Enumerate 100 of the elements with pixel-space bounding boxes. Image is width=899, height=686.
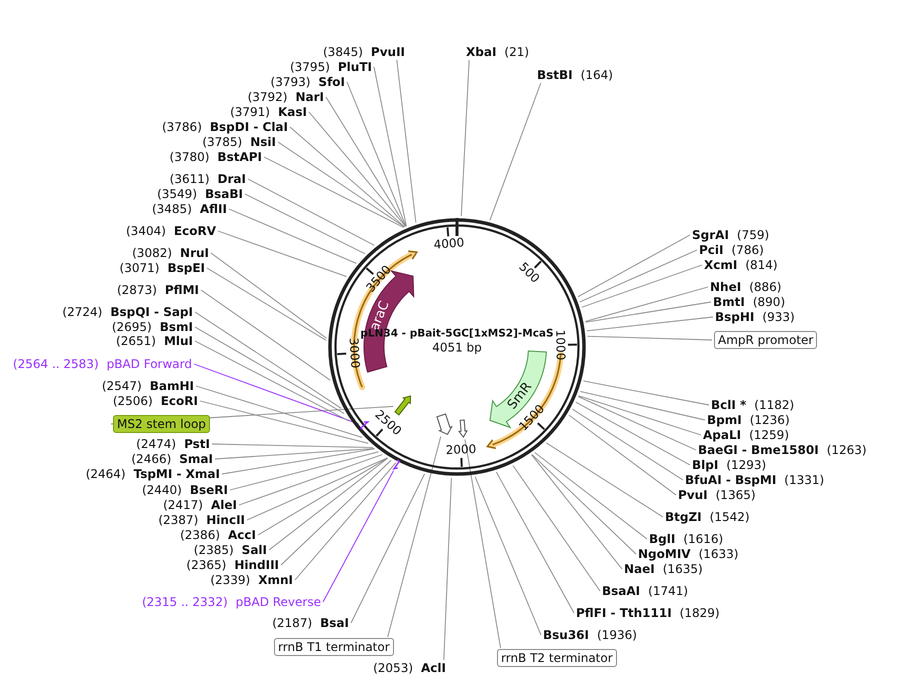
leader-line — [346, 82, 406, 227]
feature-label: rrnB T1 terminator — [274, 638, 394, 656]
leader-line — [290, 126, 406, 228]
enzyme-name: AflII — [200, 202, 227, 216]
scale-label: 500 — [516, 260, 542, 286]
site-position: (2695) — [112, 320, 152, 334]
leader-line — [248, 178, 375, 246]
enzyme-name: BstAPI — [217, 150, 262, 164]
enzyme-name: BfuAI - BspMI — [685, 473, 776, 487]
enzyme-name: SgrAI — [692, 228, 729, 242]
site-position: (164) — [580, 68, 613, 82]
enzyme-name: BlpI — [692, 458, 718, 472]
enzyme-name: BclI * — [711, 398, 746, 412]
enzyme-name: PstI — [184, 437, 210, 451]
site-position: (1741) — [648, 584, 688, 598]
site-position: (1616) — [683, 532, 724, 546]
enzyme-name: PvuI — [678, 488, 708, 502]
enzyme-name: BglI — [649, 532, 676, 546]
enzyme-name: NsiI — [250, 135, 276, 149]
enzyme-name: BsaAI — [602, 584, 640, 598]
site-position: (2466) — [131, 452, 172, 466]
leader-line — [246, 458, 388, 520]
leader-line — [460, 60, 470, 217]
enzyme-name: XcmI — [704, 258, 738, 272]
leader-line — [194, 364, 359, 424]
leader-line — [586, 316, 714, 332]
leader-line — [581, 264, 702, 308]
site-position: (2474) — [136, 437, 176, 451]
scale-label: 3000 — [346, 337, 362, 369]
leader-line — [280, 460, 392, 566]
leader-line — [200, 290, 331, 381]
site-position: (3082) — [132, 246, 172, 260]
site-position: (759) — [736, 228, 770, 242]
leader-line — [443, 477, 452, 660]
leader-line — [194, 326, 345, 414]
enzyme-name: BspQI - SapI — [110, 305, 193, 319]
leader-line — [474, 476, 542, 636]
enzyme-name: NheI — [710, 280, 742, 294]
site-position: (1633) — [698, 547, 738, 561]
site-position: (3611) — [170, 172, 210, 186]
site-position: (814) — [745, 258, 778, 272]
enzyme-name: BmtI — [713, 295, 745, 309]
site-position: (2547) — [102, 379, 142, 393]
enzyme-name: BspHI — [715, 310, 754, 324]
enzyme-name: TspMI - XmaI — [134, 467, 220, 481]
leader-line — [578, 396, 696, 450]
site-position: (3549) — [157, 187, 197, 201]
leader-line — [572, 408, 684, 480]
site-position: (21) — [504, 45, 530, 59]
site-position: (3786) — [162, 120, 202, 134]
enzyme-name: BsaI — [320, 616, 349, 630]
site-position: (3791) — [230, 105, 270, 119]
site-position: (2387) — [158, 513, 198, 527]
site-position: (3785) — [202, 135, 242, 149]
scale-label: 1000 — [553, 330, 567, 360]
site-position: (1236) — [750, 413, 790, 427]
site-position: (3793) — [270, 75, 310, 89]
enzyme-name: AclI — [421, 661, 446, 675]
site-position: (1259) — [749, 428, 789, 442]
leader-line — [585, 302, 712, 323]
site-position: (1365) — [716, 488, 756, 502]
enzyme-name: BseRI — [190, 483, 228, 497]
leader-line — [222, 448, 376, 474]
enzyme-name: PvuII — [370, 45, 405, 59]
primer-name: pBAD Reverse — [236, 595, 321, 609]
leader-line — [580, 391, 706, 420]
enzyme-name: NarI — [295, 90, 324, 104]
enzyme-name: SalI — [242, 543, 267, 557]
site-position: (2339) — [210, 573, 250, 587]
enzyme-name: BpmI — [707, 413, 742, 427]
leader-line — [490, 82, 542, 221]
leader-line — [396, 60, 416, 224]
leader-line — [200, 400, 369, 444]
leader-line — [210, 252, 327, 339]
enzyme-name: NaeI — [624, 562, 655, 576]
leader-line — [585, 286, 708, 322]
site-position: (1331) — [784, 473, 824, 487]
leader-line — [244, 194, 366, 254]
enzyme-name: NruI — [180, 246, 209, 260]
enzyme-name: BtgZI — [665, 510, 702, 524]
enzyme-name: BspDI - ClaI — [210, 120, 288, 134]
enzyme-name: BamHI — [150, 379, 194, 393]
plasmid-size: 4051 bp — [432, 342, 482, 354]
leader-line — [228, 208, 357, 264]
scale-label: 2000 — [446, 442, 477, 457]
leader-line — [496, 472, 574, 614]
leader-line — [534, 452, 648, 540]
enzyme-name: EcoRV — [174, 224, 216, 238]
enzyme-name: MluI — [164, 334, 193, 348]
site-position: (2506) — [112, 394, 153, 408]
site-position: (3071) — [120, 261, 160, 275]
site-position: (786) — [732, 243, 764, 257]
leader-line — [578, 234, 690, 298]
leader-line — [374, 66, 407, 227]
enzyme-name: KasI — [278, 105, 307, 119]
enzyme-name: SfoI — [318, 75, 345, 89]
enzyme-name: SmaI — [179, 452, 213, 466]
leader-line — [587, 336, 712, 340]
site-position: (3795) — [290, 60, 330, 74]
leader-line — [512, 465, 600, 592]
